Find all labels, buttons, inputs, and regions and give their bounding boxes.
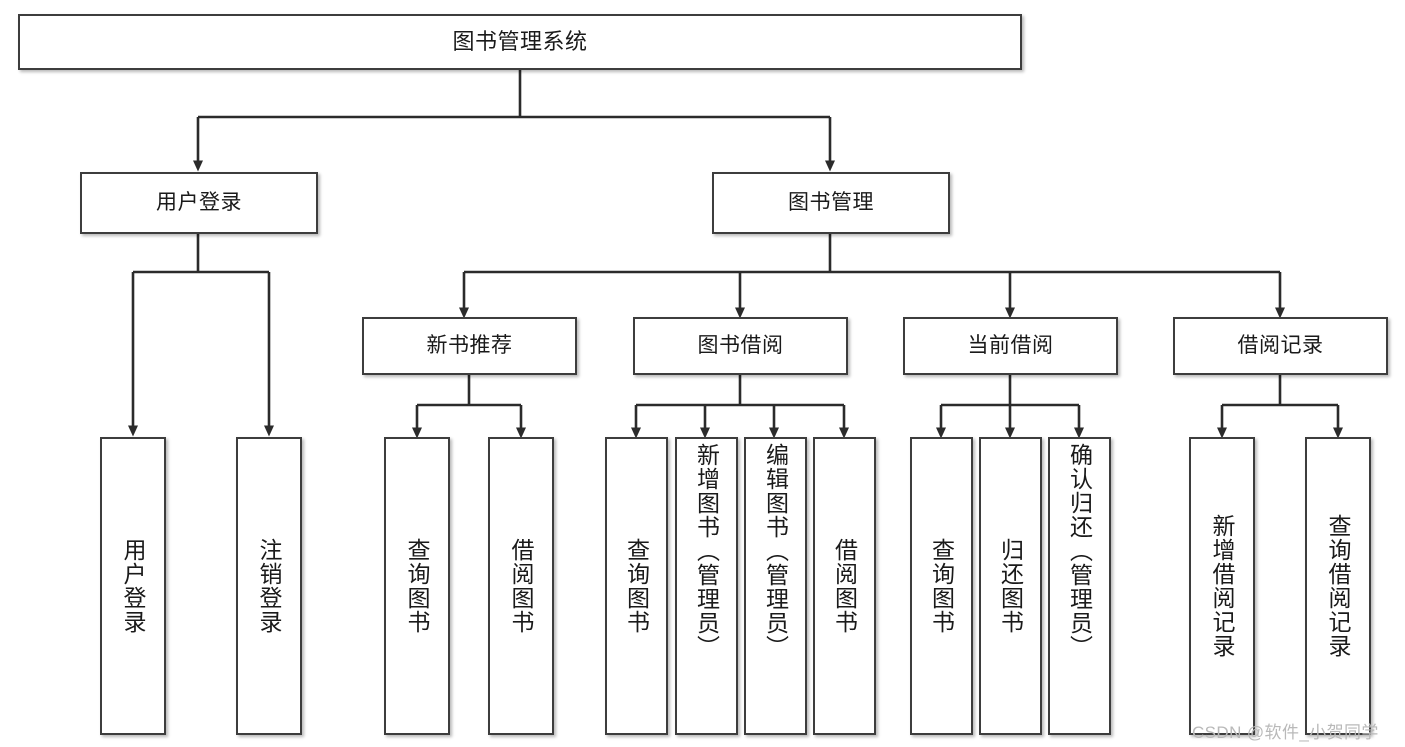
node-leaf-edit-book-label: 编辑图书（管理员）: [762, 443, 789, 659]
node-leaf-logout[interactable]: 注销登录: [236, 437, 302, 735]
node-borrow-record[interactable]: 借阅记录: [1173, 317, 1388, 375]
node-borrow-record-label: 借阅记录: [1237, 334, 1324, 358]
node-root[interactable]: 图书管理系统: [18, 14, 1022, 70]
node-leaf-return-book-label: 归还图书: [997, 538, 1024, 634]
node-leaf-add-book-label: 新增图书（管理员）: [693, 443, 720, 659]
node-leaf-query-record-label: 查询借阅记录: [1325, 514, 1352, 658]
node-book-borrow[interactable]: 图书借阅: [633, 317, 848, 375]
node-leaf-confirm-return-label: 确认归还（管理员）: [1066, 443, 1093, 659]
node-book-manage[interactable]: 图书管理: [712, 172, 950, 234]
node-leaf-query-book-3-label: 查询图书: [928, 538, 955, 634]
node-leaf-query-book-3[interactable]: 查询图书: [910, 437, 973, 735]
node-leaf-borrow-book-1-label: 借阅图书: [508, 538, 535, 634]
node-current-borrow-label: 当前借阅: [967, 334, 1054, 358]
node-leaf-return-book[interactable]: 归还图书: [979, 437, 1042, 735]
node-current-borrow[interactable]: 当前借阅: [903, 317, 1118, 375]
node-leaf-add-record[interactable]: 新增借阅记录: [1189, 437, 1255, 735]
node-leaf-borrow-book-1[interactable]: 借阅图书: [488, 437, 554, 735]
node-leaf-borrow-book-2-label: 借阅图书: [831, 538, 858, 634]
node-user-login-label: 用户登录: [156, 191, 242, 215]
csdn-watermark: CSDN @软件_小贺同学: [1192, 723, 1379, 742]
node-new-book-recommend[interactable]: 新书推荐: [362, 317, 577, 375]
node-leaf-confirm-return[interactable]: 确认归还（管理员）: [1048, 437, 1111, 735]
node-leaf-query-book-2[interactable]: 查询图书: [605, 437, 668, 735]
node-leaf-query-book-2-label: 查询图书: [623, 538, 650, 634]
node-book-manage-label: 图书管理: [788, 191, 874, 215]
node-root-label: 图书管理系统: [452, 28, 588, 54]
node-book-borrow-label: 图书借阅: [697, 334, 784, 358]
node-leaf-user-login-label: 用户登录: [120, 538, 147, 634]
node-leaf-add-book[interactable]: 新增图书（管理员）: [675, 437, 738, 735]
node-leaf-edit-book[interactable]: 编辑图书（管理员）: [744, 437, 807, 735]
node-leaf-user-login[interactable]: 用户登录: [100, 437, 166, 735]
node-leaf-query-record[interactable]: 查询借阅记录: [1305, 437, 1371, 735]
node-leaf-borrow-book-2[interactable]: 借阅图书: [813, 437, 876, 735]
node-leaf-add-record-label: 新增借阅记录: [1209, 514, 1236, 658]
node-new-book-recommend-label: 新书推荐: [426, 334, 513, 358]
node-leaf-logout-label: 注销登录: [256, 538, 283, 634]
node-leaf-query-book-1[interactable]: 查询图书: [384, 437, 450, 735]
node-leaf-query-book-1-label: 查询图书: [404, 538, 431, 634]
node-user-login[interactable]: 用户登录: [80, 172, 318, 234]
